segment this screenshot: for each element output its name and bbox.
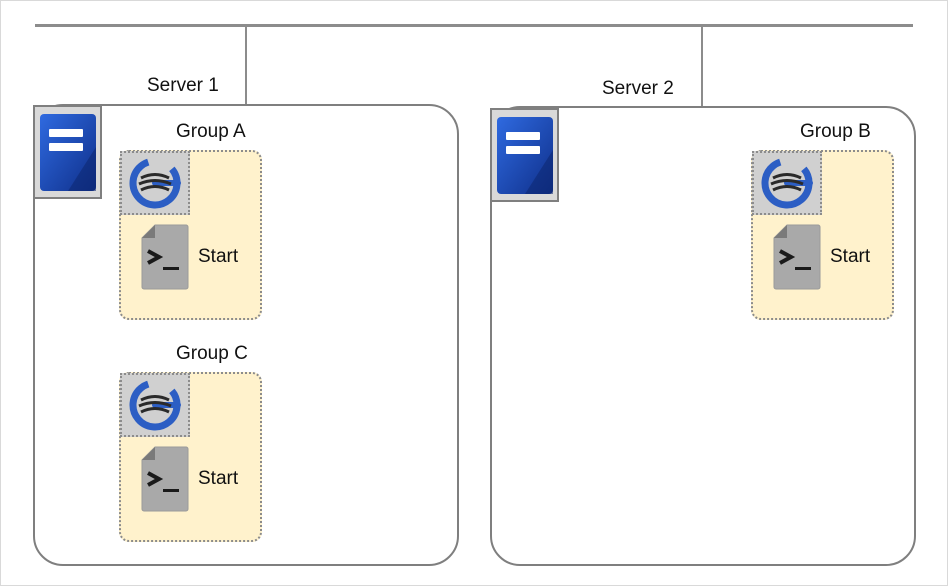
- network-bus-line: [35, 24, 913, 27]
- server-2-label: Server 2: [602, 78, 674, 99]
- failover-group-icon: [120, 373, 190, 437]
- server-2-connector: [701, 25, 703, 107]
- group-c-start-label: Start: [198, 468, 239, 489]
- server-1-label: Server 1: [147, 75, 219, 96]
- server-1-connector: [245, 25, 247, 105]
- server-icon: [33, 105, 102, 199]
- group-b-start-label: Start: [830, 246, 871, 267]
- group-c-box[interactable]: Start: [119, 372, 262, 542]
- group-a-start-label: Start: [198, 246, 239, 267]
- script-terminal-icon: [141, 446, 189, 517]
- group-a-label: Group A: [176, 121, 246, 142]
- group-c-label: Group C: [176, 343, 248, 364]
- failover-group-icon: [752, 151, 822, 215]
- group-b-label: Group B: [800, 121, 871, 142]
- script-terminal-icon: [773, 224, 821, 295]
- group-b-box[interactable]: Start: [751, 150, 894, 320]
- group-a-box[interactable]: Start: [119, 150, 262, 320]
- failover-group-icon: [120, 151, 190, 215]
- script-terminal-icon: [141, 224, 189, 295]
- server-icon: [490, 108, 559, 202]
